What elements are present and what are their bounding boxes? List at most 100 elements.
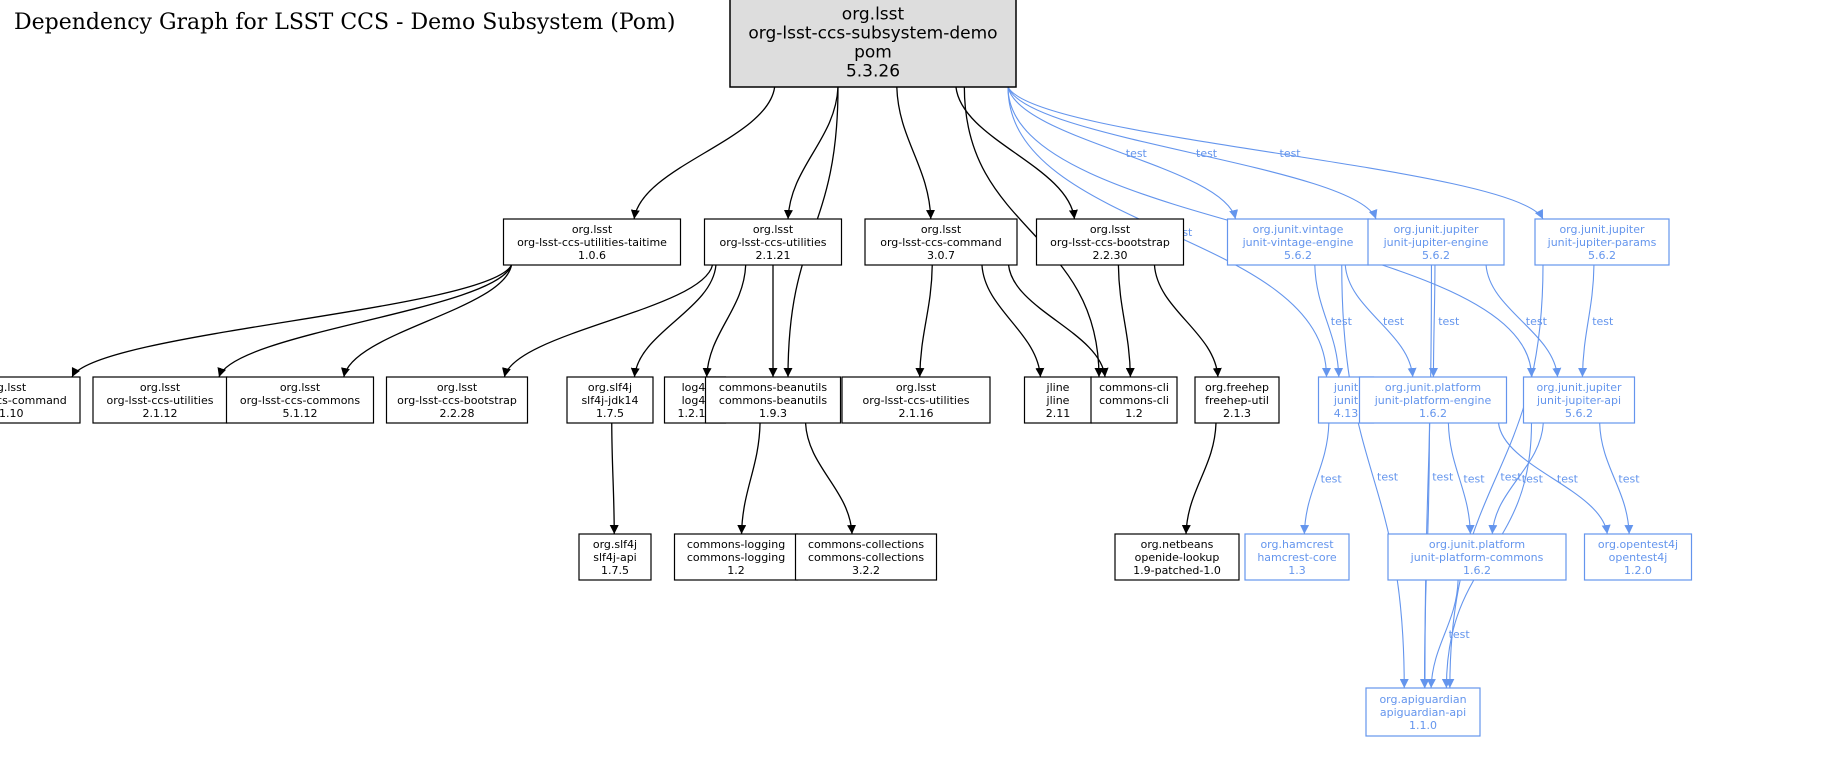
node-label-jupengine-line-0: org.junit.jupiter [1393,223,1479,236]
node-label-freehep-line-2: 2.1.3 [1223,407,1251,420]
node-label-beanutils-line-0: commons-beanutils [719,381,827,394]
node-label-jupapi-line-1: junit-jupiter-api [1536,394,1621,407]
graph-title: Dependency Graph for LSST CCS - Demo Sub… [14,10,675,35]
node-label-beanutils-line-1: commons-beanutils [719,394,827,407]
node-box-taitime [502,218,682,266]
edge-util2121-to-slf4jjdk [630,264,717,378]
node-box-apiguardian [1365,687,1481,737]
edge-root-to-jupengine [1007,86,1378,220]
edge-jupengine-to-apiguardian [1420,264,1432,689]
edge-jupengine-to-jupapi [1485,264,1562,378]
node-label-root-line-0: org.lsst [842,5,905,25]
edge-label-vintage-to-junit: test [1331,315,1353,328]
node-label-log4j-line-0: log4j [682,381,709,394]
node-box-bootstrap2230 [1035,218,1185,266]
edge-root-to-util2121 [783,86,839,220]
node-label-opentest4j-line-1: opentest4j [1609,551,1668,564]
edge-label-jupengine-to-platengine: test [1438,315,1460,328]
node-label-command307-line-2: 3.0.7 [927,249,955,262]
node-label-platcommons-line-0: org.junit.platform [1429,538,1525,551]
node-box-util2112 [92,376,228,424]
edge-command307-to-jline [981,264,1045,378]
edge-label-platengine-to-opentest4j: test [1557,473,1579,486]
node-label-commons5112-line-1: org-lsst-ccs-commons [240,394,361,407]
node-box-slf4jjdk [566,376,654,424]
node-label-jupparams-line-2: 5.6.2 [1588,249,1616,262]
node-label-logging-line-0: commons-logging [687,538,785,551]
edge-slf4jjdk-to-slf4japi [609,422,619,535]
node-label-util2121-line-1: org-lsst-ccs-utilities [720,236,827,249]
node-label-commons5112-line-2: 5.1.12 [283,407,318,420]
node-label-util2116-line-2: 2.1.16 [899,407,934,420]
edge-taitime-to-commons5112 [341,264,513,378]
edge-label-jupparams-to-jupapi: test [1592,315,1614,328]
node-box-collections [794,533,938,581]
node-label-collections-line-1: commons-collections [808,551,924,564]
edge-label-vintage-to-platengine: test [1383,315,1405,328]
node-collections: commons-collectionscommons-collections3.… [794,533,938,581]
node-platcommons: org.junit.platformjunit-platform-commons… [1387,533,1567,581]
edge-label-root-to-jupengine: test [1196,147,1218,160]
node-label-vintage-line-1: junit-vintage-engine [1242,236,1354,249]
nodes-layer: org.lsstorg-lsst-ccs-subsystem-demopom5.… [0,0,1693,737]
node-box-freehep [1194,376,1280,424]
node-box-cli [1090,376,1178,424]
node-label-platengine-line-2: 1.6.2 [1419,407,1447,420]
node-jupengine: org.junit.jupiterjunit-jupiter-engine5.6… [1367,218,1505,266]
node-label-apiguardian-line-2: 1.1.0 [1409,719,1437,732]
node-label-openide-line-2: 1.9-patched-1.0 [1133,564,1221,577]
node-label-logging-line-1: commons-logging [687,551,785,564]
edge-label-jupapi-to-opentest4j: test [1618,473,1640,486]
edge-label-root-to-jupparams: test [1280,147,1302,160]
edge-jupengine-to-platengine [1428,264,1438,378]
node-label-jline-line-2: 2.11 [1046,407,1071,420]
edge-bootstrap2230-to-freehep [1153,264,1222,378]
node-box-commons5112 [225,376,375,424]
node-label-collections-line-2: 3.2.2 [852,564,880,577]
node-label-slf4jjdk-line-1: slf4j-jdk14 [581,394,638,407]
node-label-platcommons-line-2: 1.6.2 [1463,564,1491,577]
edge-beanutils-to-logging [737,422,761,535]
edge-util2121-to-bootstrap2228 [502,264,714,378]
node-platengine: org.junit.platformjunit-platform-engine1… [1358,376,1508,424]
node-label-platengine-line-0: org.junit.platform [1385,381,1481,394]
node-label-platcommons-line-1: junit-platform-commons [1410,551,1544,564]
node-label-log4j-line-1: log4j [682,394,709,407]
node-label-cli-line-0: commons-cli [1099,381,1169,394]
edge-label-jupapi-to-platcommons: test [1522,473,1544,486]
node-label-slf4jjdk-line-0: org.slf4j [588,381,632,394]
node-label-util2116-line-0: org.lsst [896,381,937,394]
node-label-apiguardian-line-1: apiguardian-api [1380,706,1466,719]
node-label-opentest4j-line-0: org.opentest4j [1598,538,1678,551]
node-label-collections-line-0: commons-collections [808,538,924,551]
edge-jupparams-to-jupapi [1578,264,1595,378]
node-box-slf4japi [578,533,652,581]
node-box-beanutils [704,376,842,424]
node-label-slf4japi-line-2: 1.7.5 [601,564,629,577]
edge-jupparams-to-apiguardian [1445,264,1544,689]
node-openide: org.netbeansopenide-lookup1.9-patched-1.… [1114,533,1240,581]
edge-root-to-bootstrap2230 [955,86,1078,220]
edge-root-to-cli [963,86,1104,378]
node-label-bootstrap2228-line-2: 2.2.28 [440,407,475,420]
node-label-command307-line-0: org.lsst [921,223,962,236]
node-box-hamcrest [1244,533,1350,581]
node-label-cli-line-1: commons-cli [1099,394,1169,407]
node-box-util2121 [703,218,843,266]
node-jupparams: org.junit.jupiterjunit-jupiter-params5.6… [1534,218,1670,266]
edge-vintage-to-apiguardian [1341,264,1409,689]
node-label-jline-line-1: jline [1046,394,1070,407]
node-label-junit-line-0: junit [1333,381,1359,394]
node-label-util2116-line-1: org-lsst-ccs-utilities [863,394,970,407]
